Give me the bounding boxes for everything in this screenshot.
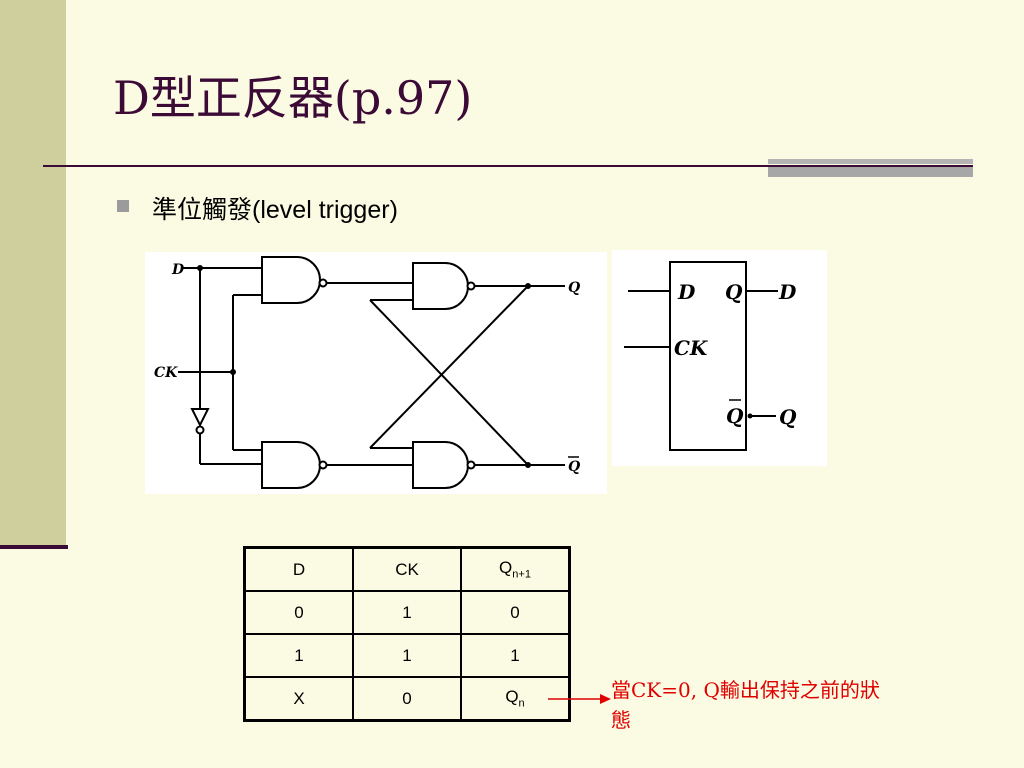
junction-ck <box>230 369 236 375</box>
circuit-label-q: Q <box>568 280 580 296</box>
table-cell: 0 <box>243 590 354 635</box>
circuit-diagram: D CK Q Q <box>154 256 580 489</box>
symbol-label-ck: CK <box>674 336 709 360</box>
table-cell: 1 <box>460 633 571 678</box>
table-row: X 0 Qn <box>243 676 571 722</box>
sidebar-underline <box>0 545 68 549</box>
table-row: 1 1 1 <box>243 633 571 678</box>
bullet-square-icon <box>117 200 129 212</box>
nand-gate-4 <box>412 441 469 489</box>
table-cell: 0 <box>460 590 571 635</box>
d-latch-circuit: D CK Q Q <box>145 252 607 494</box>
table-cell: 0 <box>352 676 462 722</box>
bullet-text: 準位觸發(level trigger) <box>152 190 398 226</box>
junction-q <box>525 283 531 289</box>
sidebar-decoration <box>0 0 66 545</box>
symbol-ext-label-q: Q <box>779 405 797 429</box>
table-header-row: D CK Qn+1 <box>243 546 571 592</box>
title-accent-bars <box>768 159 973 177</box>
symbol-label-q: Q <box>725 280 743 304</box>
table-row: 0 1 0 <box>243 590 571 635</box>
circuit-label-ck: CK <box>154 365 178 381</box>
table-header-qn1: Qn+1 <box>460 546 571 592</box>
bullet-text-en: (level trigger) <box>252 196 398 224</box>
symbol-box <box>669 261 747 451</box>
symbol-ext-label-d: D <box>778 280 797 304</box>
table-header-d: D <box>243 546 354 592</box>
junction-d <box>197 265 203 271</box>
symbol-label-qbar: Q <box>726 404 744 428</box>
table-cell: 1 <box>352 590 462 635</box>
nand-gate-3 <box>261 441 321 489</box>
table-cell: 1 <box>352 633 462 678</box>
d-latch-symbol: D Q CK Q D Q <box>612 250 827 466</box>
truth-table: D CK Qn+1 0 1 0 1 1 1 X 0 Qn <box>243 546 571 722</box>
table-header-ck: CK <box>352 546 462 592</box>
inverter-gate <box>190 408 210 428</box>
symbol-label-d: D <box>677 280 696 304</box>
title-rule <box>43 165 973 167</box>
nand-2-bubble <box>466 281 476 291</box>
table-cell: X <box>243 676 354 722</box>
table-cell: 1 <box>243 633 354 678</box>
wire-cross-1 <box>369 285 529 449</box>
inverter-bubble <box>195 425 205 435</box>
nand-1-bubble <box>318 278 328 288</box>
slide-title: D型正反器(p.97) <box>113 71 473 125</box>
nand-gate-1 <box>261 256 321 304</box>
symbol-diagram: D Q CK Q D Q <box>624 261 797 451</box>
circuit-label-qbar: Q <box>568 459 580 475</box>
annotation-note: 當CK=0, Q輸出保持之前的狀態 <box>611 678 880 732</box>
bullet-text-cjk: 準位觸發 <box>152 195 253 224</box>
nand-3-bubble <box>318 460 328 470</box>
nand-4-bubble <box>466 460 476 470</box>
junction-qbar <box>525 462 531 468</box>
note-arrow-icon <box>548 694 611 704</box>
nand-gate-2 <box>412 262 469 310</box>
circuit-label-d: D <box>171 262 185 278</box>
symbol-qbar-dot <box>747 413 753 419</box>
wire-cross-2 <box>369 299 529 466</box>
